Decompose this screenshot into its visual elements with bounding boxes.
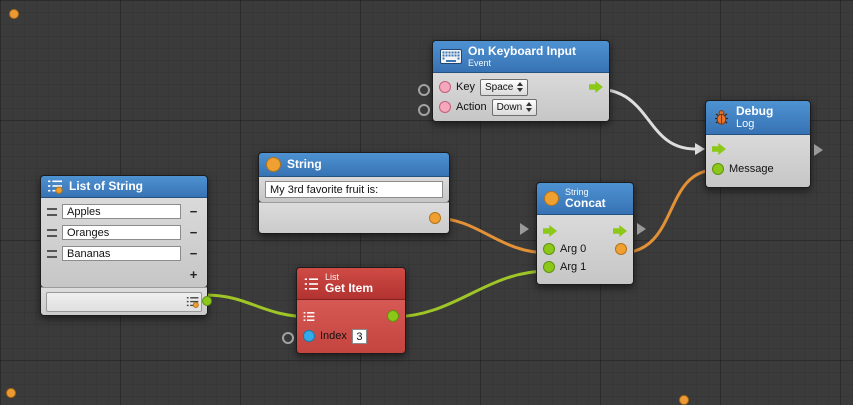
node-header[interactable]: String Concat (537, 183, 633, 215)
node-category: String (565, 187, 589, 197)
action-label: Action (456, 101, 487, 113)
list-type-icon[interactable] (186, 296, 199, 308)
node-header[interactable]: List Get Item (297, 268, 405, 300)
node-header[interactable]: String (259, 153, 449, 177)
node-title: On Keyboard Input (468, 44, 576, 58)
flow-row (297, 306, 405, 326)
arg1-port[interactable] (543, 261, 555, 273)
index-label: Index (320, 330, 347, 342)
list-item-field[interactable]: Apples (62, 204, 181, 219)
list-icon (48, 180, 63, 194)
flow-output-port[interactable] (589, 81, 603, 93)
node-subtitle: Log (736, 118, 755, 130)
flow-continue-icon (637, 223, 646, 235)
node-get-item[interactable]: List Get Item Index 3 (282, 267, 406, 354)
list-output-port[interactable] (202, 296, 212, 306)
drag-handle-icon[interactable] (47, 228, 57, 237)
dropdown-arrows-icon (517, 82, 524, 92)
list-input-port[interactable] (303, 311, 315, 322)
drag-handle-icon[interactable] (47, 207, 57, 216)
key-label: Key (456, 81, 475, 93)
node-string-literal[interactable]: String My 3rd favorite fruit is: (258, 152, 450, 234)
arg1-label: Arg 1 (560, 261, 587, 273)
list-icon (304, 277, 318, 290)
node-subtitle: Event (468, 58, 492, 68)
flow-continue-icon (814, 144, 823, 156)
drag-handle-icon[interactable] (47, 249, 57, 258)
wire-concat-to-message[interactable] (618, 168, 718, 255)
list-value-bar[interactable] (46, 292, 202, 312)
unconnected-port-ring[interactable] (418, 84, 430, 96)
flow-continue-icon (520, 223, 529, 235)
flow-output-port[interactable] (613, 225, 627, 237)
graph-port-dot (9, 9, 19, 19)
node-title: List of String (69, 179, 143, 193)
key-port[interactable] (439, 81, 451, 93)
node-title: String (287, 157, 322, 171)
flow-input-port[interactable] (543, 225, 557, 237)
message-port[interactable] (712, 163, 724, 175)
unconnected-port-ring[interactable] (418, 104, 430, 116)
node-title: Concat (565, 196, 606, 210)
string-value-field[interactable]: My 3rd favorite fruit is: (265, 181, 443, 198)
node-title: Debug (736, 104, 774, 118)
result-output-port[interactable] (387, 310, 399, 322)
flow-row (706, 139, 810, 159)
node-title: Get Item (325, 281, 374, 295)
node-footer (259, 202, 449, 233)
arg0-port[interactable] (543, 243, 555, 255)
flow-row (537, 222, 633, 240)
action-dropdown[interactable]: Down (491, 98, 538, 116)
arg0-label: Arg 0 (560, 243, 587, 255)
dropdown-arrows-icon (526, 102, 533, 112)
add-item-button[interactable]: + (186, 267, 201, 283)
port-row-arg1: Arg 1 (537, 258, 633, 276)
port-row-index: Index 3 (297, 326, 405, 346)
node-header[interactable]: List of String (41, 176, 207, 198)
keyboard-icon (440, 49, 462, 64)
index-port[interactable] (303, 330, 315, 342)
port-row-message: Message (706, 159, 810, 179)
action-port[interactable] (439, 101, 451, 113)
flow-input-port[interactable] (712, 143, 726, 155)
node-category: List (325, 272, 340, 282)
node-on-keyboard-input[interactable]: On Keyboard Input Event Key Space Action… (418, 40, 610, 122)
string-type-icon (544, 191, 559, 206)
node-list-of-string[interactable]: List of String Apples − Oranges − Banana… (40, 175, 212, 316)
node-header[interactable]: On Keyboard Input Event (433, 41, 609, 73)
list-item-row: Oranges − (41, 222, 207, 243)
port-row-action: Action Down (433, 97, 609, 117)
list-add-row: + (41, 264, 207, 285)
bug-icon (715, 110, 728, 125)
list-item-row: Bananas − (41, 243, 207, 264)
result-output-port[interactable] (615, 243, 627, 255)
port-row-key: Key Space (433, 77, 609, 97)
port-row-arg0: Arg 0 (537, 240, 633, 258)
index-field[interactable]: 3 (351, 328, 367, 344)
list-item-field[interactable]: Oranges (62, 225, 181, 240)
node-header[interactable]: Debug Log (706, 101, 810, 135)
remove-item-button[interactable]: − (186, 246, 201, 262)
remove-item-button[interactable]: − (186, 204, 201, 220)
unconnected-port-ring[interactable] (282, 332, 294, 344)
wire-string-to-concat-arg0[interactable] (431, 216, 551, 255)
graph-port-dot (6, 388, 16, 398)
string-output-port[interactable] (429, 212, 441, 224)
graph-port-dot (679, 395, 689, 405)
node-debug-log[interactable]: Debug Log Message (705, 100, 823, 188)
list-item-row: Apples − (41, 201, 207, 222)
key-dropdown-value: Space (484, 81, 514, 93)
list-item-field[interactable]: Bananas (62, 246, 181, 261)
key-dropdown[interactable]: Space (479, 78, 529, 96)
remove-item-button[interactable]: − (186, 225, 201, 241)
wire-keyboard-to-log[interactable] (594, 87, 697, 151)
message-label: Message (729, 163, 774, 175)
wire-getitem-to-concat-arg1[interactable] (390, 269, 550, 319)
string-type-icon (266, 157, 281, 172)
action-dropdown-value: Down (496, 101, 523, 113)
wire-arrowhead-icon (695, 143, 705, 155)
node-string-concat[interactable]: String Concat Arg 0 Arg 1 (520, 182, 646, 285)
node-footer (41, 287, 212, 315)
